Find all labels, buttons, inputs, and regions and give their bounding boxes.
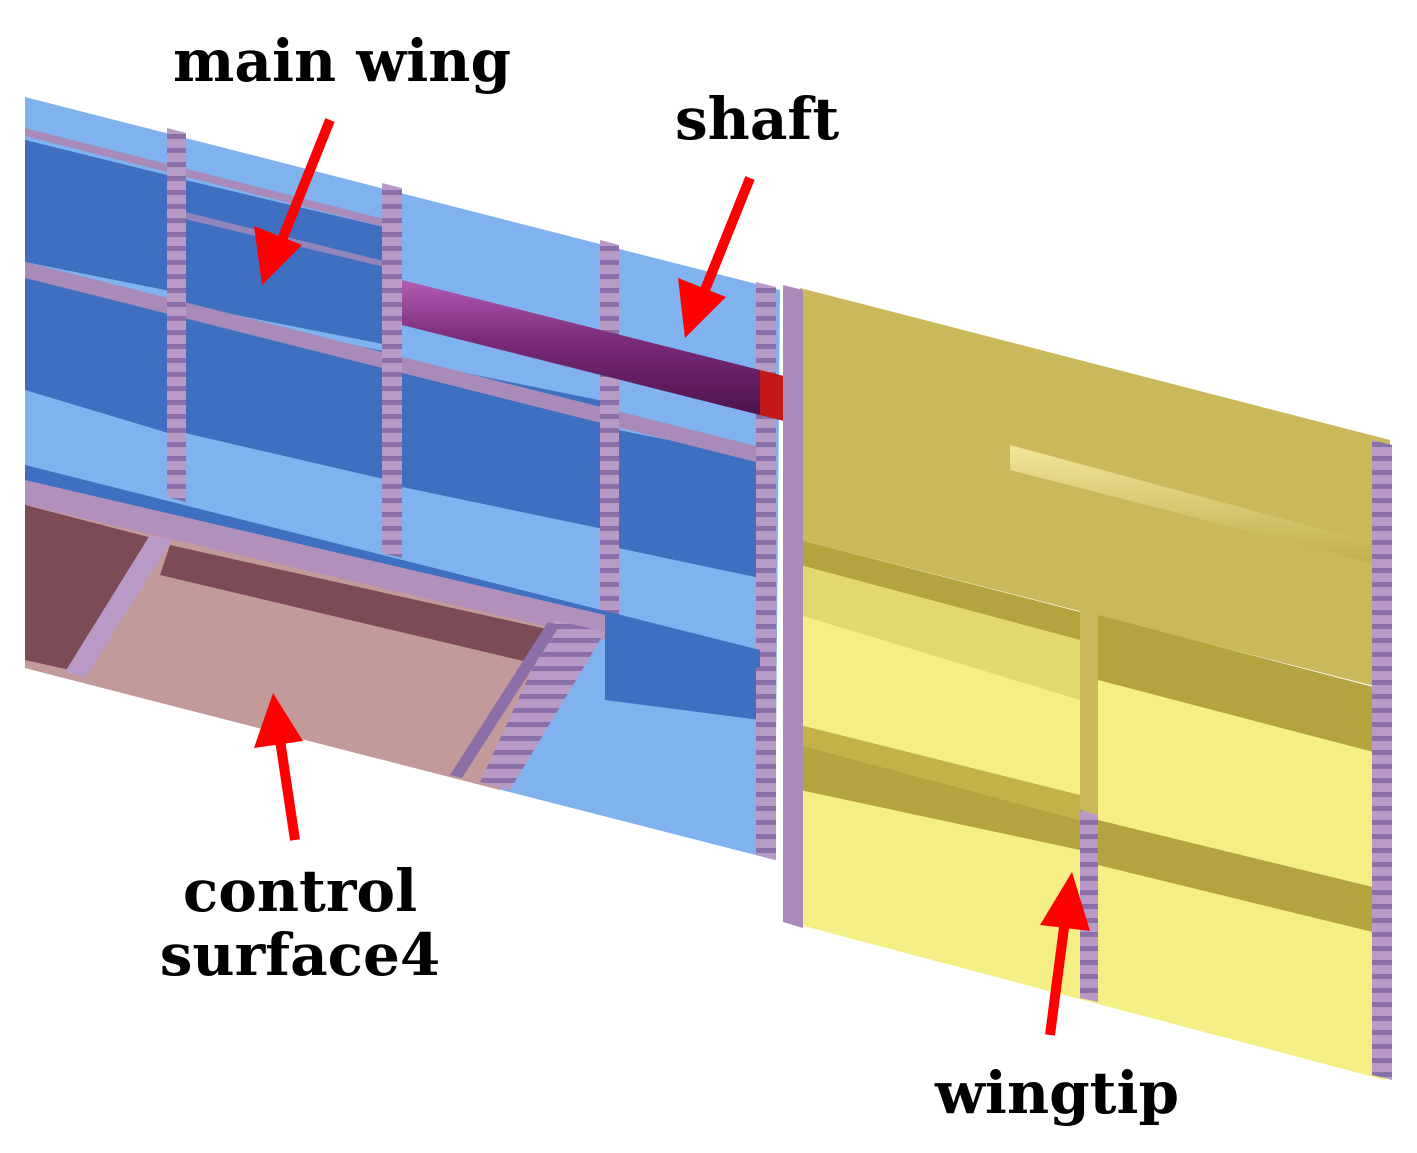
- label-control-surface: control surface4: [150, 857, 450, 989]
- label-control-line1: control: [182, 857, 418, 925]
- shaft-purple-segment: [402, 280, 760, 415]
- wingtip-bay: [1098, 615, 1385, 755]
- wingtip-rib: [1080, 810, 1098, 1002]
- control-surface-rib: [450, 622, 560, 778]
- arrow-control-surface: [254, 693, 303, 841]
- label-main-wing: main wing: [173, 27, 512, 95]
- control-surface-frame: [25, 480, 605, 640]
- wingtip-bay: [800, 565, 1080, 700]
- wingtip-bay: [800, 745, 1080, 850]
- main-wing-bay: [618, 430, 760, 578]
- main-wing-bay: [185, 180, 388, 345]
- wingtip-shaft: [1010, 445, 1380, 565]
- control-surface-wall: [25, 505, 160, 670]
- arrow-shaft: [678, 176, 755, 338]
- wingtip-rib: [1372, 440, 1392, 1080]
- wingtip-root-rib: [783, 285, 803, 928]
- label-wingtip: wingtip: [935, 1059, 1180, 1127]
- control-surface: [25, 480, 605, 790]
- main-wing-rib: [756, 282, 776, 860]
- label-shaft: shaft: [675, 85, 840, 153]
- arrow-main-wing: [254, 118, 335, 285]
- wingtip-bay: [800, 725, 1080, 820]
- main-wing-bay: [605, 620, 760, 720]
- arrow-wingtip: [1040, 872, 1090, 1036]
- main-wing-rib: [167, 128, 186, 502]
- callout-arrows: [254, 118, 1090, 1036]
- wingtip-bay: [800, 540, 1080, 640]
- control-surface-rib: [65, 535, 172, 678]
- wingtip-structure: [783, 285, 1392, 1080]
- wingtip-bay: [1098, 820, 1385, 935]
- main-wing-rib: [382, 183, 402, 558]
- main-wing-rib: [600, 240, 619, 628]
- main-wing-bay: [25, 275, 175, 435]
- control-surface-wall: [160, 545, 560, 665]
- main-wing-bay: [25, 140, 175, 292]
- label-control-line2: surface4: [159, 920, 441, 989]
- control-surface-rib: [480, 620, 605, 790]
